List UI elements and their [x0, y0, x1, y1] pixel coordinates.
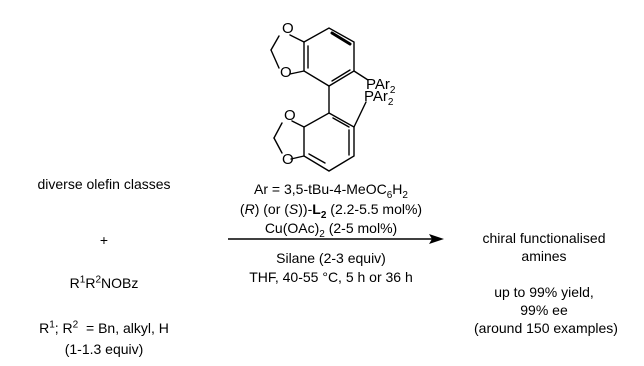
upper-ring-double-3: [331, 69, 351, 82]
upper-o-bond-1: [289, 34, 305, 43]
lower-o-bond-2: [290, 155, 305, 160]
ligand-bonds: [270, 27, 369, 172]
upper-ring: [303, 27, 355, 87]
lower-p-bond: [353, 101, 367, 128]
copper-loading: Cu(OAc)2 (2-5 mol%): [264, 220, 398, 240]
lower-ch2-bond-2: [273, 137, 283, 154]
plus-sign: +: [99, 232, 109, 248]
oxygen-label-1: O: [282, 20, 294, 37]
product-line-1: chiral functionalised: [482, 230, 606, 246]
product-yield: up to 99% yield,: [494, 284, 594, 300]
reaction-arrow-head: [429, 234, 444, 244]
upper-ch2-bond-2: [270, 49, 280, 69]
upper-o-bond-2: [289, 70, 305, 75]
oxygen-label-4: O: [282, 151, 294, 168]
amine-equiv: (1-1.3 equiv): [64, 341, 144, 357]
upper-p-bond: [353, 70, 369, 81]
lower-ring-double-3: [308, 153, 326, 164]
phosphine-label-bottom: PAr2: [364, 88, 394, 108]
lower-ring: [303, 112, 355, 172]
upper-ring-double-1: [330, 31, 352, 46]
phosphine-label-top: PAr2: [366, 76, 396, 96]
oxygen-label-2: O: [280, 64, 292, 81]
ligand-loading: (R) (or (S))-L2 (2.2-5.5 mol%): [239, 201, 423, 221]
olefin-reactant: diverse olefin classes: [37, 176, 171, 192]
lower-ch2-bond-1: [273, 122, 283, 139]
lower-ring-double-1: [332, 117, 350, 128]
ar-definition: Ar = 3,5-tBu-4-MeOC6H2: [254, 181, 408, 201]
product-line-2: amines: [521, 248, 567, 264]
upper-ch2-bond-1: [270, 35, 280, 51]
solvent-conditions: THF, 40-55 °C, 5 h or 36 h: [249, 269, 413, 285]
r-group-definition: R1; R2 = Bn, alkyl, H: [39, 319, 169, 336]
oxygen-label-3: O: [284, 107, 296, 124]
lower-o-bond-1: [291, 120, 305, 128]
product-examples: (around 150 examples): [474, 320, 618, 336]
silane-loading: Silane (2-3 equiv): [276, 250, 386, 266]
product-ee: 99% ee: [520, 302, 568, 318]
amine-reagent: R1R2NOBz: [69, 274, 139, 291]
